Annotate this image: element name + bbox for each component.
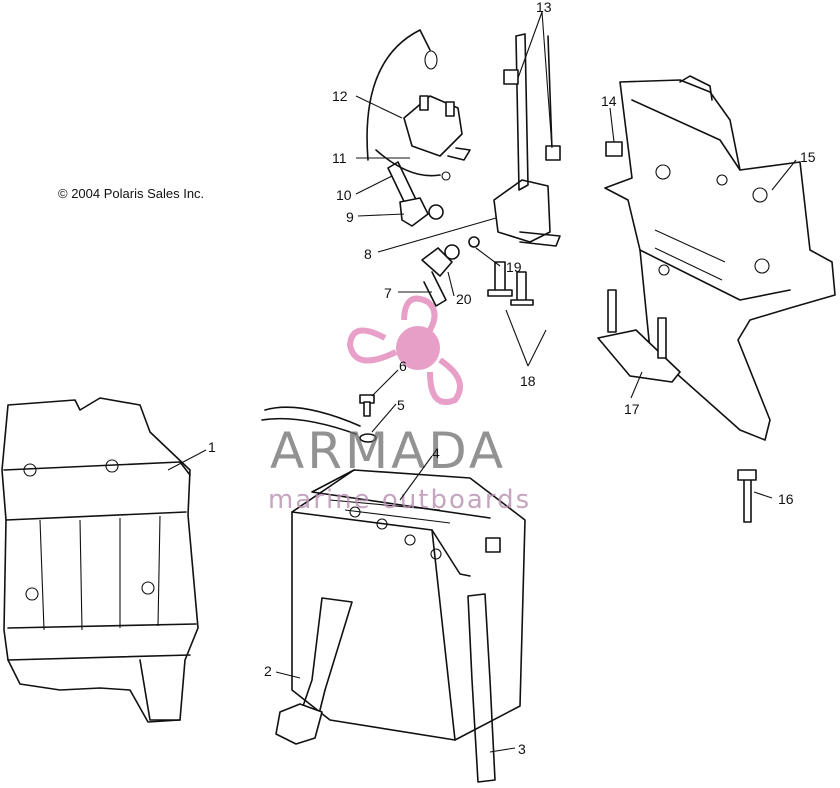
callout-15: 15	[800, 149, 816, 165]
callout-20: 20	[456, 291, 472, 307]
leader-lines	[167, 11, 797, 753]
watermark-logo-blade-left	[346, 327, 398, 364]
watermark-subtitle: marine outboards	[268, 485, 531, 515]
callout-14: 14	[601, 93, 617, 109]
battery	[291, 469, 526, 741]
mounting-plate	[597, 289, 681, 383]
callout-17: 17	[624, 401, 640, 417]
watermark-logo	[346, 295, 463, 405]
callout-12: 12	[332, 88, 348, 104]
battery-bracket	[604, 75, 836, 441]
callout-1: 1	[208, 439, 216, 455]
callout-16: 16	[778, 491, 794, 507]
watermark-logo-blade-right	[427, 357, 463, 405]
solenoid-assembly	[403, 33, 561, 247]
watermark-logo-blade-top	[401, 295, 438, 332]
callout-5: 5	[397, 397, 405, 413]
screw-washer	[359, 394, 377, 443]
callout-numbers: 1 2 3 4 5 6 7 8 9 10 11 12 13 14 15 16 1…	[208, 0, 816, 757]
callout-2: 2	[264, 663, 272, 679]
bolts	[487, 141, 757, 523]
callout-4: 4	[432, 445, 440, 461]
callout-13: 13	[536, 0, 552, 15]
callout-18: 18	[520, 373, 536, 389]
callout-8: 8	[364, 246, 372, 262]
callout-6: 6	[399, 358, 407, 374]
callout-11: 11	[332, 150, 347, 166]
battery-tray	[1, 397, 199, 723]
copyright-text: © 2004 Polaris Sales Inc.	[58, 186, 204, 201]
wires-terminals	[366, 29, 480, 307]
callout-19: 19	[506, 259, 522, 275]
watermark-logo-hub	[396, 326, 440, 370]
callout-7: 7	[384, 285, 392, 301]
battery-cables	[261, 406, 496, 783]
callout-9: 9	[346, 209, 354, 225]
callout-3: 3	[518, 741, 526, 757]
watermark-title: ARMADA	[270, 422, 506, 480]
callout-10: 10	[336, 187, 352, 203]
